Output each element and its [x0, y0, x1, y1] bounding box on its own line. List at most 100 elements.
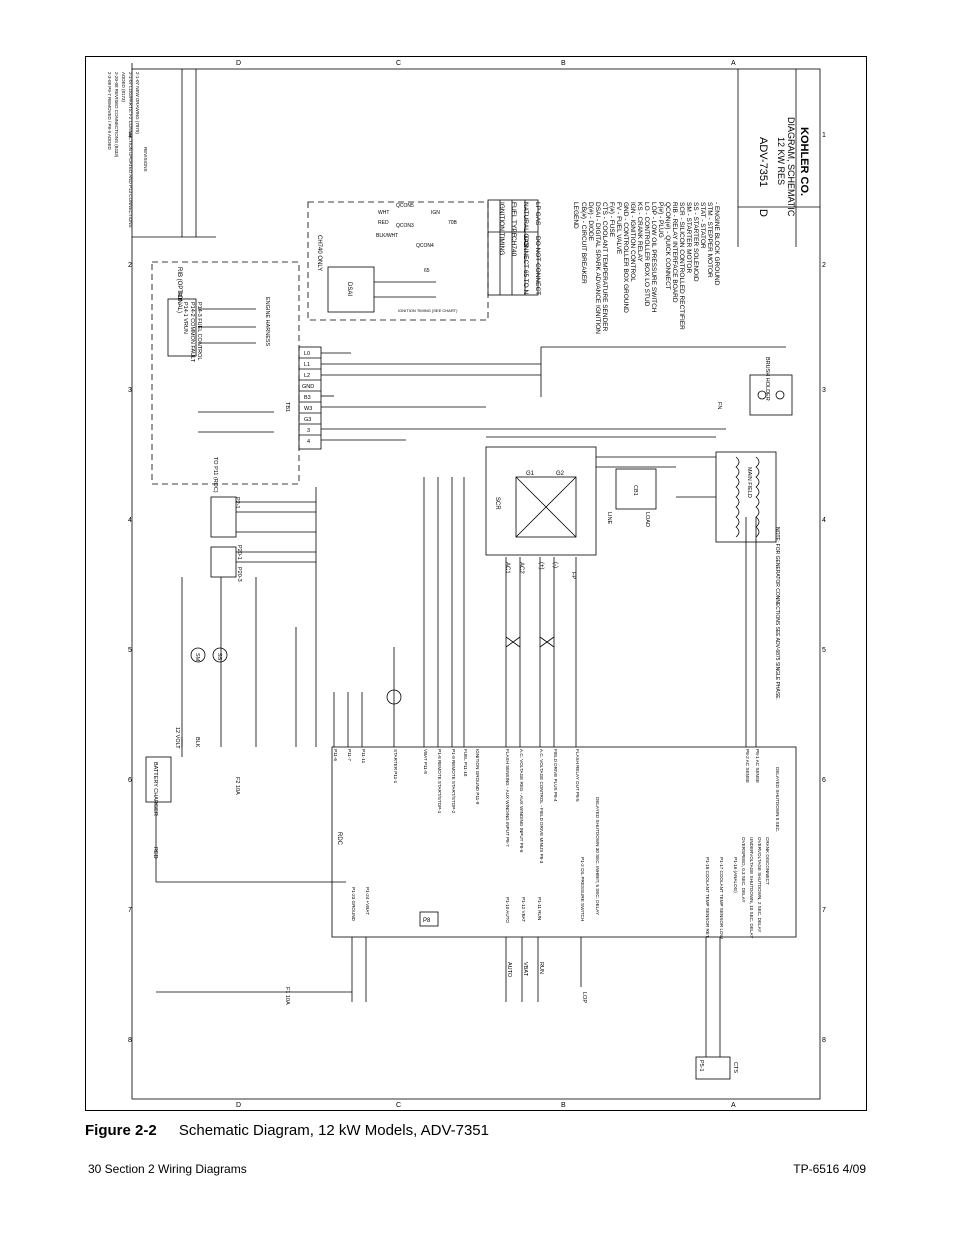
- rdc-pin-16: P8-1 AC SENSE: [755, 749, 760, 783]
- scr-ac1: AC1: [504, 562, 510, 574]
- revisions-header: REVISIONS: [143, 147, 148, 172]
- zone-number-1-left: 1: [128, 132, 132, 139]
- ignition-header-ch740: CH740: [510, 236, 517, 257]
- generator-note: NOTE: FOR GENERATOR CONNECTIONS SEE ADV-…: [774, 527, 780, 700]
- rdc-pin-1: P11-6: [333, 749, 338, 761]
- stepper-motor: [386, 689, 402, 705]
- fuse-f1-label: F1 10A: [284, 987, 290, 1005]
- scr-minus: (-): [552, 562, 558, 568]
- rib-relay-block: [167, 298, 197, 357]
- load-label: LOAD: [644, 512, 650, 527]
- rdc-bottom-pin-3: P1-10 AUTO: [505, 897, 510, 923]
- zone-letter-b-bottom: B: [561, 1102, 566, 1109]
- rdc-bottom-pin-8: P1-17 COOLANT TEMP SENSOR LOW: [719, 857, 724, 940]
- rdc-pin-3: P11-11: [361, 749, 366, 764]
- zone-number-5-left: 5: [128, 647, 132, 654]
- wire-red-label: RED: [152, 847, 158, 859]
- rdc-note-3: UNDERVOLTAGE SHUTDOWN, 10 SEC. DELAY: [749, 837, 754, 938]
- ignition-row1-value: CONNECT 65 TO N: [522, 236, 529, 294]
- legend-item-17: SS - STARTER SOLENOID: [692, 202, 699, 282]
- zone-letter-a-bottom: A: [731, 1102, 736, 1109]
- starter-solenoid-label: SS: [216, 653, 222, 661]
- p8-connector: [419, 911, 439, 927]
- battery-charger-box: [145, 756, 172, 803]
- zone-number-3-left: 3: [128, 387, 132, 394]
- fn-label: FN: [716, 402, 722, 409]
- scr-ac2: AC2: [518, 562, 524, 574]
- legend-item-13: QCON(#) - QUICK CONNECT: [664, 202, 671, 290]
- zone-letter-c-bottom: C: [396, 1102, 401, 1109]
- zone-number-8-left: 8: [128, 1037, 132, 1044]
- rdc-bottom-pin-2: P1-24 +VBAT: [365, 887, 370, 915]
- rdc-pin-14: FLASH RELAY OUT P8-5: [575, 749, 580, 802]
- legend-item-10: LO - CONTROLLER BOX LO STUD: [643, 202, 650, 307]
- ignition-timing-title: IGNITION TIMING: [498, 202, 505, 255]
- legend-title: LEGEND: [572, 202, 579, 229]
- zone-letter-d-top: D: [236, 60, 241, 67]
- drawing-frame: D C B A D C B A 1 2 3 4 5 6 7 8 1 2 3 4 …: [85, 56, 867, 1111]
- tb1-gnd: GND: [302, 384, 314, 390]
- scr-module: [485, 446, 597, 556]
- rdc-bottom-pin-4: P1-12 VBAT: [521, 897, 526, 922]
- inner-border: [131, 68, 821, 1100]
- rdc-pin-2: P11-7: [347, 749, 352, 761]
- rdc-pin-5: VBAT P11-8: [423, 749, 428, 774]
- rib-relay-vrun: P14-1 VRUN: [182, 302, 188, 334]
- zone-number-4-left: 4: [128, 517, 132, 524]
- legend-item-9: KS - CRANK RELAY: [636, 202, 643, 263]
- tb1-terminal-strip: [298, 346, 322, 450]
- zone-number-7-left: 7: [128, 907, 132, 914]
- tb1-g3: G3: [304, 417, 311, 423]
- rib-title: RIB (OPTIONAL): [176, 267, 182, 313]
- scr-label: SCR: [494, 497, 500, 510]
- dsai-label: DSAI: [346, 282, 352, 296]
- starter-motor-label: SM: [194, 653, 200, 662]
- scr-plus: (+): [538, 562, 544, 570]
- legend-item-12: P(#) - PLUG: [657, 202, 664, 238]
- tb1-3: 3: [307, 428, 310, 434]
- rdc-pin-12: A.C. VOLTAGE CONTROL - FIELD DRIVE MINUS…: [539, 749, 544, 864]
- rdc-pin-13: FIELD DRIVE PLUS P8-4: [553, 749, 558, 802]
- auto-label: AUTO: [506, 962, 512, 978]
- ignition-timing-table: [487, 199, 539, 296]
- revision-row-2: 2-1-07 LOG/PARTS: F2 CONNECTION UPDATED …: [128, 72, 133, 228]
- tb1-w3: W3: [304, 406, 312, 412]
- wire-blk-wht: BLK/WHT: [376, 233, 398, 239]
- line-label: LINE: [606, 512, 612, 525]
- ignition-row2-fuel: LP GAS: [534, 202, 541, 226]
- wire-wht: WHT: [378, 210, 389, 216]
- dsai-module: [327, 266, 375, 313]
- figure-caption: Figure 2-2 Schematic Diagram, 12 kW Mode…: [85, 1122, 489, 1139]
- brush-holder-label: BRUSH HOLDER: [764, 357, 770, 401]
- zone-number-5-right: 5: [822, 647, 826, 654]
- ignition-row2-value: DO NOT CONNECT: [534, 236, 541, 295]
- battery-label: 12 VOLT: [174, 727, 180, 749]
- cts-label: CTS: [732, 1062, 738, 1073]
- rib-box: [151, 261, 300, 485]
- drawing-title: DIAGRAM, SCHEMATIC: [786, 117, 796, 217]
- starter-motor: [190, 647, 206, 663]
- sheet-size: D: [757, 209, 769, 217]
- rdc-pin-7: P1-9 REMOTE START/STOP-2: [451, 749, 456, 814]
- drawing-subtitle: 12 KW RES: [776, 137, 786, 185]
- rdc-pin-9: IGNITION GROUND P11-9: [475, 749, 480, 805]
- rdc-bottom-pin-5: P1-11 RUN: [537, 897, 542, 920]
- legend-item-16: SM - STARTER MOTOR: [685, 202, 692, 273]
- rdc-pin-11: A.C. VOLTAGE REG - AUX WINDING INPUT P8-…: [519, 749, 524, 853]
- rdc-note-4: OVERSPEED, 0.3 SEC. DELAY: [741, 837, 746, 903]
- zone-letter-c-top: C: [396, 60, 401, 67]
- plug-p2: [210, 496, 237, 538]
- rdc-pin-10: FLASH SENSING - AUX WINDING INPUT P8-7: [505, 749, 510, 847]
- cb1-label: CB1: [632, 485, 638, 496]
- tb1-l2: L2: [304, 373, 310, 379]
- wire-blk-label: BLK: [194, 737, 200, 748]
- rdc-bottom-pin-1: P1-23 GROUND: [351, 887, 356, 922]
- zone-letter-a-top: A: [731, 60, 736, 67]
- p5-label: P5-1: [698, 1060, 704, 1072]
- legend-item-7: GND - CONTROLLER BOX GROUND: [622, 202, 629, 313]
- starter-solenoid: [212, 647, 228, 663]
- wire-red: RED: [378, 220, 389, 226]
- plug-p20-label: P20-1: [236, 545, 242, 560]
- schematic-diagram: D C B A D C B A 1 2 3 4 5 6 7 8 1 2 3 4 …: [107, 60, 826, 1109]
- rdc-note-2: OVERVOLTAGE SHUTDOWN, 2 SEC. DELAY: [757, 837, 762, 932]
